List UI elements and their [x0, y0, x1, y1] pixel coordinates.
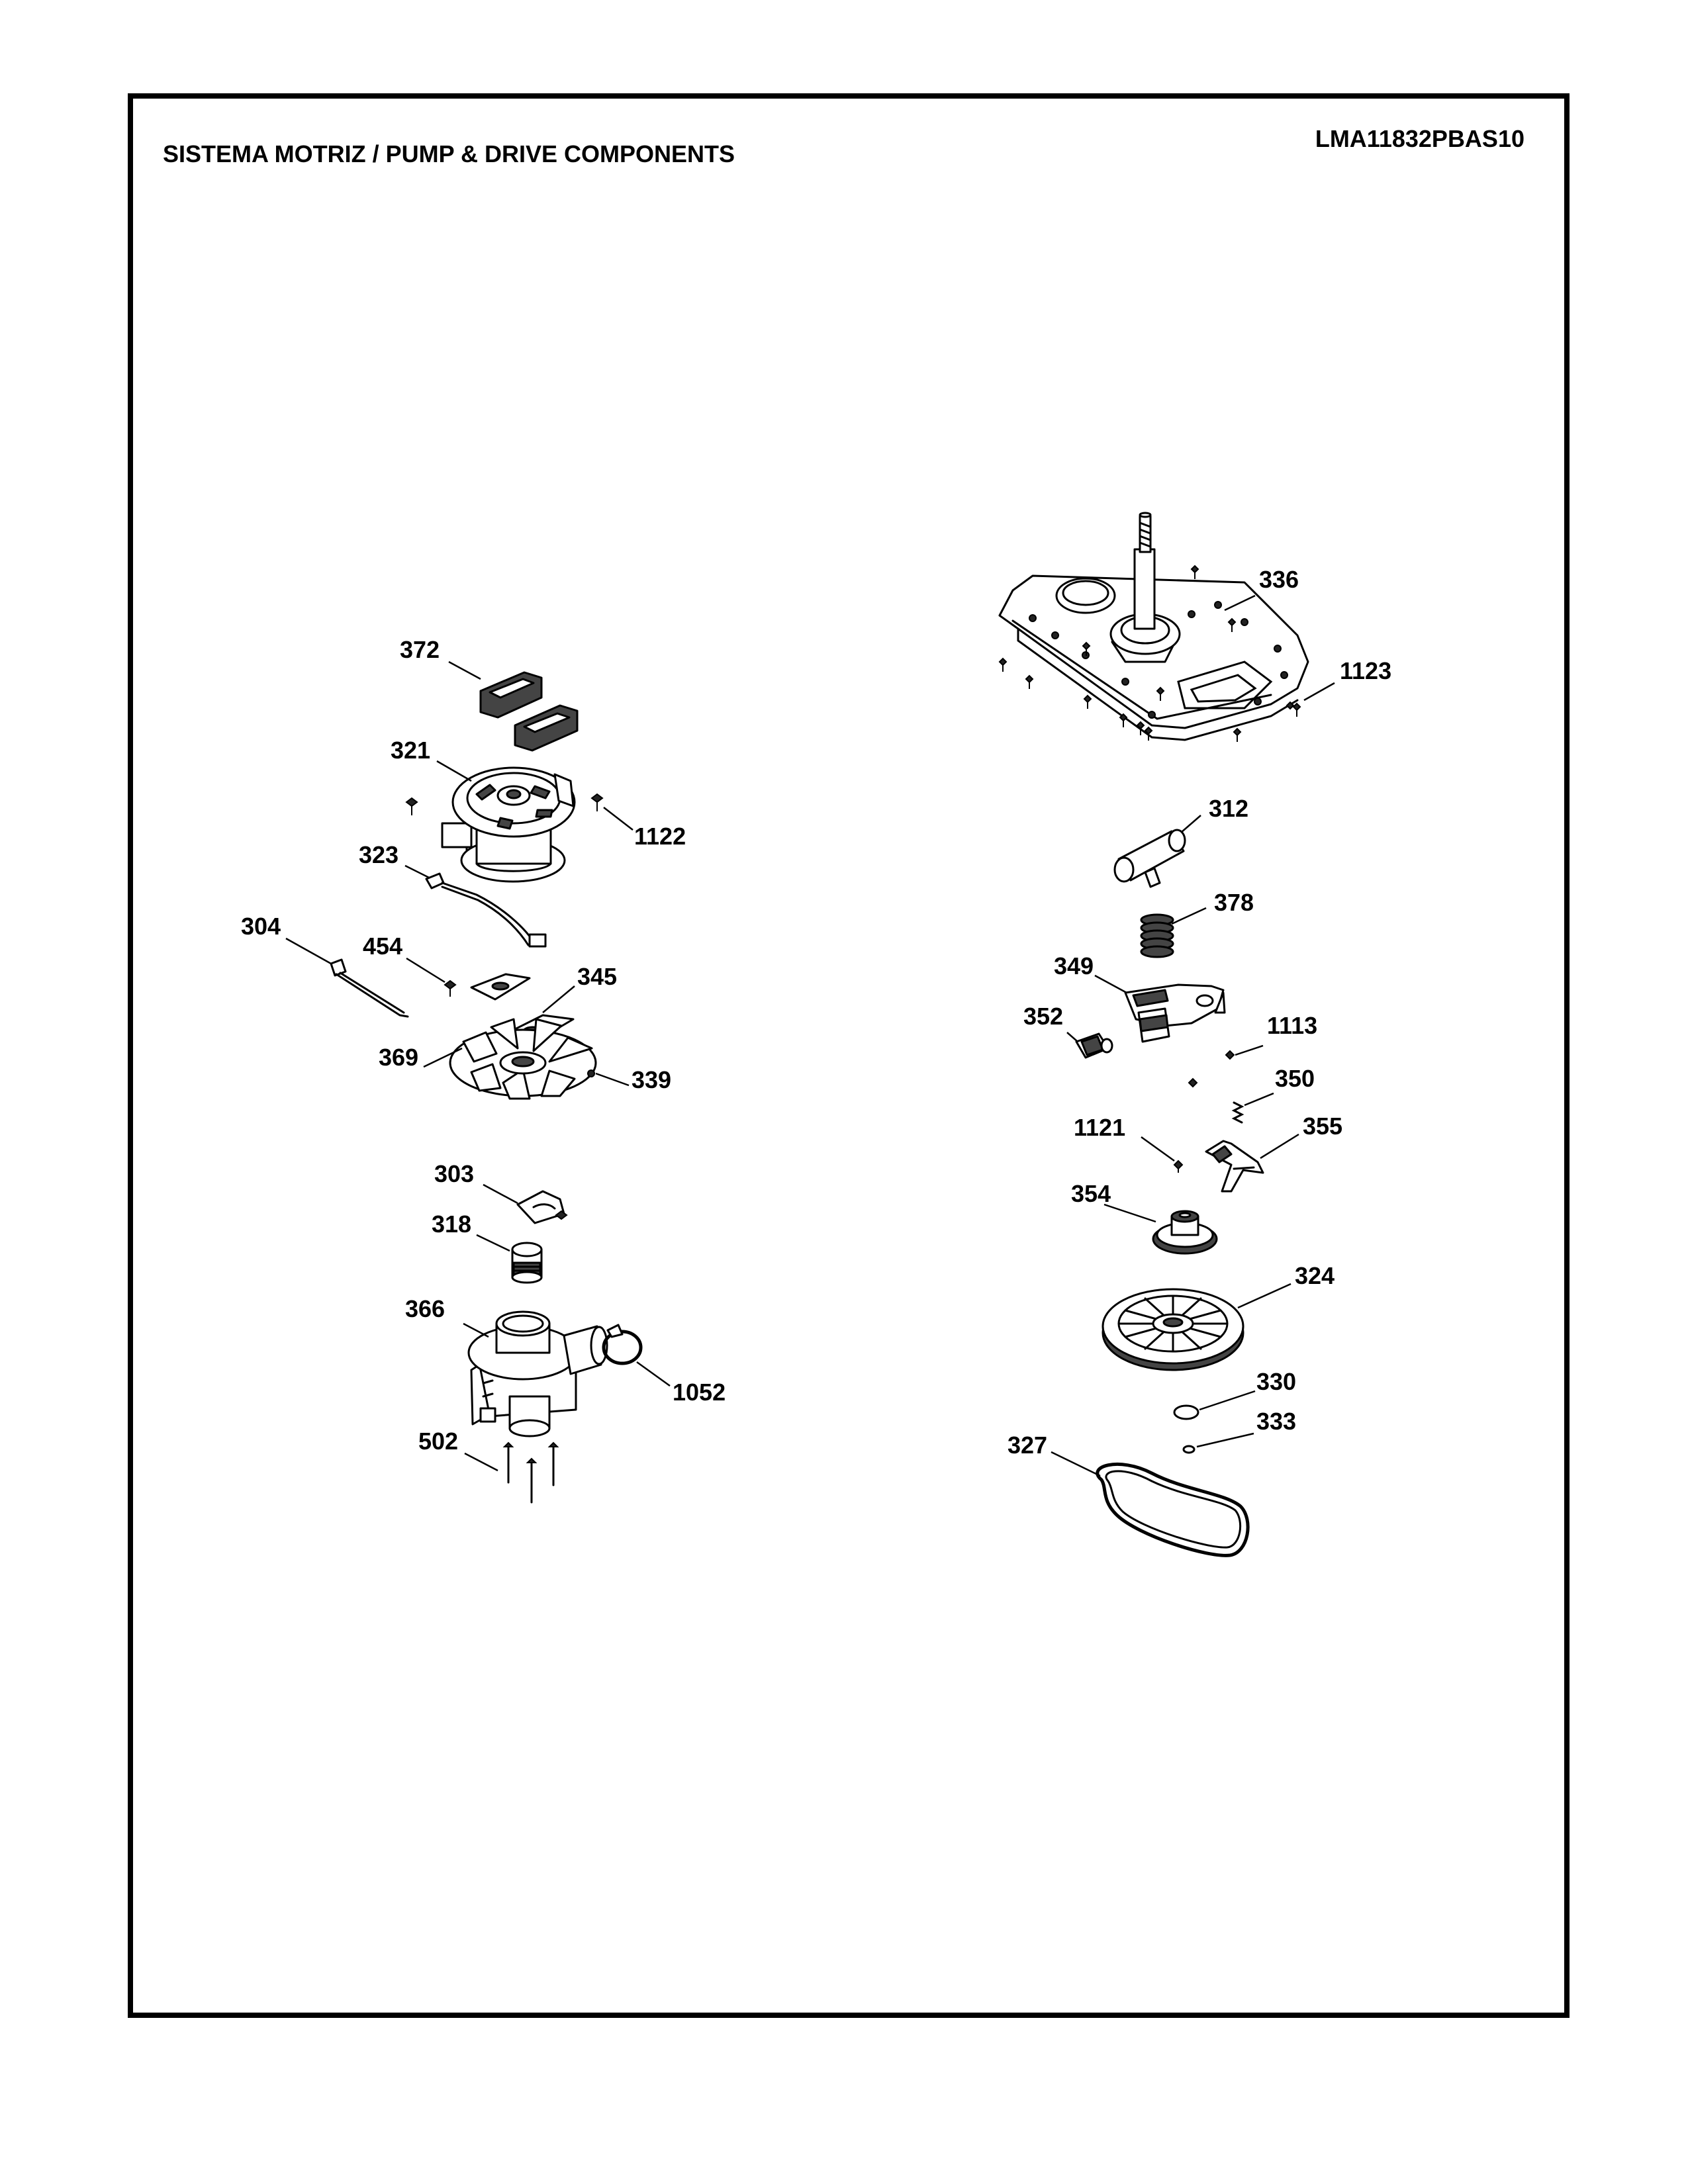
callout-454: 454: [363, 933, 402, 960]
callout-378: 378: [1214, 889, 1254, 916]
part-324-pulley: [1102, 1288, 1244, 1371]
callout-1052: 1052: [673, 1379, 726, 1406]
part-312-actuator: [1113, 829, 1186, 888]
callout-labels: 372 321 1122 323 304 454 345 369 339 303…: [241, 566, 1391, 1459]
callout-372: 372: [400, 636, 440, 663]
page-frame: [128, 93, 1570, 2018]
callout-304: 304: [241, 913, 281, 940]
part-1113-screw: [1225, 1050, 1235, 1060]
part-349-shifter-bracket: [1124, 983, 1226, 1043]
callout-324: 324: [1295, 1262, 1335, 1289]
part-378-spring: [1140, 913, 1174, 958]
callout-333: 333: [1256, 1408, 1296, 1435]
part-372-motor-covers: [479, 671, 579, 752]
part-323-wire-harness: [425, 872, 547, 948]
part-1122-screw: [590, 793, 604, 811]
callout-1121: 1121: [1074, 1114, 1125, 1141]
callout-318: 318: [432, 1210, 471, 1238]
callout-330: 330: [1256, 1368, 1296, 1395]
part-333-retaining-ring: [1182, 1445, 1196, 1454]
part-304-wire-tie: [330, 958, 409, 1018]
callout-327: 327: [1008, 1432, 1047, 1459]
callout-354: 354: [1071, 1180, 1111, 1207]
part-321-screw-left: [405, 797, 418, 815]
part-303-clamp: [516, 1190, 568, 1224]
callout-1123: 1123: [1340, 657, 1391, 684]
model-number: LMA11832PBAS10: [1315, 125, 1524, 152]
part-454-screw: [444, 979, 457, 997]
callout-352: 352: [1023, 1003, 1063, 1030]
leader-lines: [285, 594, 1335, 1477]
part-1121-screw: [1173, 1160, 1184, 1173]
part-1123-screws: [998, 565, 1301, 742]
callout-323: 323: [359, 841, 399, 868]
callout-369: 369: [379, 1044, 418, 1071]
part-318-filter: [511, 1242, 543, 1284]
part-369-fan: [449, 1018, 597, 1100]
callout-303: 303: [434, 1160, 474, 1187]
part-366-pump: [467, 1310, 608, 1437]
part-330-washer: [1173, 1404, 1199, 1420]
part-1052-hose-clamp: [602, 1324, 643, 1365]
part-339-washer: [587, 1069, 595, 1077]
part-355-shift-fork: [1205, 1140, 1264, 1193]
callout-350: 350: [1275, 1065, 1315, 1092]
page-title: SISTEMA MOTRIZ / PUMP & DRIVE COMPONENTS: [163, 140, 735, 167]
callout-1113: 1113: [1267, 1012, 1317, 1039]
part-502-screws: [502, 1441, 559, 1504]
part-354-pinion-gear: [1152, 1210, 1218, 1255]
callout-366: 366: [405, 1295, 445, 1322]
part-352-shift-motor: [1075, 1032, 1113, 1059]
part-336-transmission-plate: [998, 512, 1309, 741]
part-350-spring: [1231, 1101, 1244, 1124]
callout-336: 336: [1259, 566, 1299, 593]
callout-355: 355: [1303, 1113, 1342, 1140]
callout-312: 312: [1209, 795, 1248, 822]
callout-349: 349: [1054, 952, 1094, 979]
part-327-drive-belt: [1096, 1463, 1250, 1557]
callout-502: 502: [418, 1428, 458, 1455]
callout-1122: 1122: [634, 823, 686, 850]
part-349-screw: [1188, 1077, 1198, 1088]
part-321-motor: [441, 766, 576, 883]
callout-339: 339: [632, 1066, 671, 1093]
callout-321: 321: [391, 737, 430, 764]
callout-345: 345: [577, 963, 617, 990]
